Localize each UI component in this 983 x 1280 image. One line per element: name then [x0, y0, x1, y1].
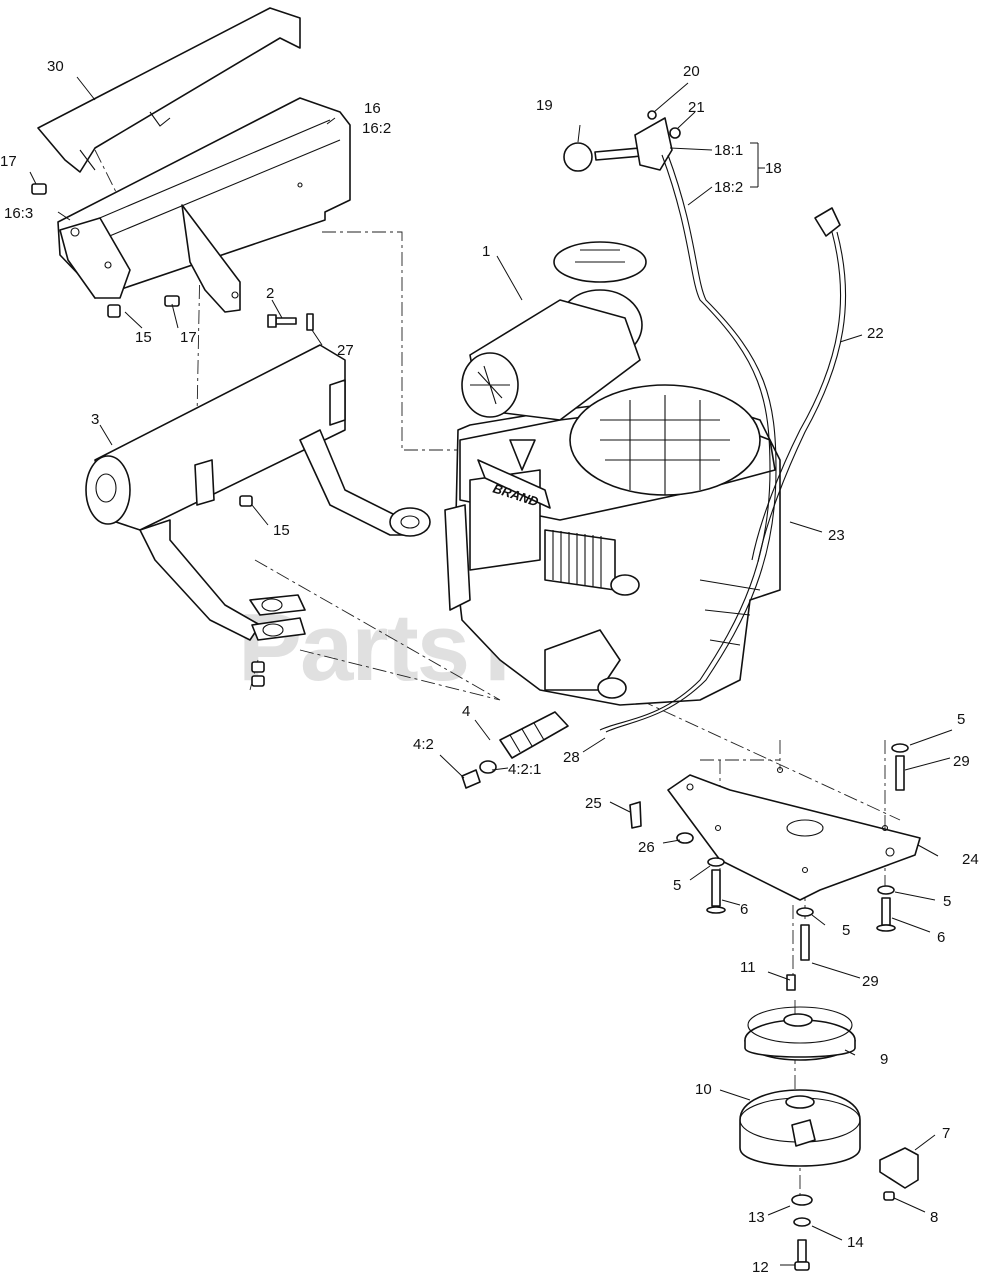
callout-4: 4	[462, 703, 470, 720]
shield-hardware	[31, 183, 314, 331]
muffler	[85, 344, 431, 641]
engine: BRAND	[444, 241, 781, 706]
callout-2: 2	[266, 285, 274, 302]
throttle-control	[563, 110, 777, 733]
callout-17-top: 17	[0, 153, 17, 170]
callout-5-right: 5	[943, 893, 951, 910]
callout-9: 9	[880, 1051, 888, 1068]
callout-leaders	[29, 76, 953, 1266]
callout-21: 21	[688, 99, 705, 116]
exhaust-gaskets	[249, 594, 306, 687]
callout-15-top: 15	[135, 329, 152, 346]
callout-26: 26	[638, 839, 655, 856]
callout-3: 3	[91, 411, 99, 428]
callout-17-bottom: 17	[180, 329, 197, 346]
callout-18: 18	[765, 160, 782, 177]
callout-30: 30	[47, 58, 64, 75]
callout-20: 20	[683, 63, 700, 80]
callout-18-2: 18:2	[714, 179, 743, 196]
callout-5-left: 5	[673, 877, 681, 894]
callout-8: 8	[930, 1209, 938, 1226]
callout-13: 13	[748, 1209, 765, 1226]
oil-drain-hose	[461, 711, 569, 789]
callout-25: 25	[585, 795, 602, 812]
choke-cable	[751, 207, 847, 563]
callout-1: 1	[482, 243, 490, 260]
heat-shield	[57, 97, 351, 313]
electric-clutch	[739, 1089, 919, 1201]
clutch-hardware	[791, 1194, 813, 1271]
plate-hardware	[629, 743, 909, 991]
mounting-plate	[667, 766, 921, 901]
callout-28: 28	[563, 749, 580, 766]
callout-18-1: 18:1	[714, 142, 743, 159]
callout-4-2-1: 4:2:1	[508, 761, 541, 778]
callout-29-bottom: 29	[862, 973, 879, 990]
callout-6-left: 6	[740, 901, 748, 918]
callout-4-2: 4:2	[413, 736, 434, 753]
callout-14: 14	[847, 1234, 864, 1251]
callout-labels: 30 17 16:3 16 16:2 15 17 2 27 3 15 1 4 4…	[0, 58, 979, 1276]
callout-6-right: 6	[937, 929, 945, 946]
callout-16-2: 16:2	[362, 120, 391, 137]
callout-19: 19	[536, 97, 553, 114]
pulley	[744, 1006, 856, 1061]
callout-5-center: 5	[842, 922, 850, 939]
callout-16: 16	[364, 100, 381, 117]
callout-23: 23	[828, 527, 845, 544]
callout-15-muffler: 15	[273, 522, 290, 539]
callout-5-top-right: 5	[957, 711, 965, 728]
callout-24: 24	[962, 851, 979, 868]
callout-29-top: 29	[953, 753, 970, 770]
heat-shield-top	[37, 7, 301, 173]
callout-12: 12	[752, 1259, 769, 1276]
callout-7: 7	[942, 1125, 950, 1142]
callout-10: 10	[695, 1081, 712, 1098]
callout-22: 22	[867, 325, 884, 342]
callout-11: 11	[740, 959, 756, 976]
callout-27: 27	[337, 342, 354, 359]
callout-16-3: 16:3	[4, 205, 33, 222]
